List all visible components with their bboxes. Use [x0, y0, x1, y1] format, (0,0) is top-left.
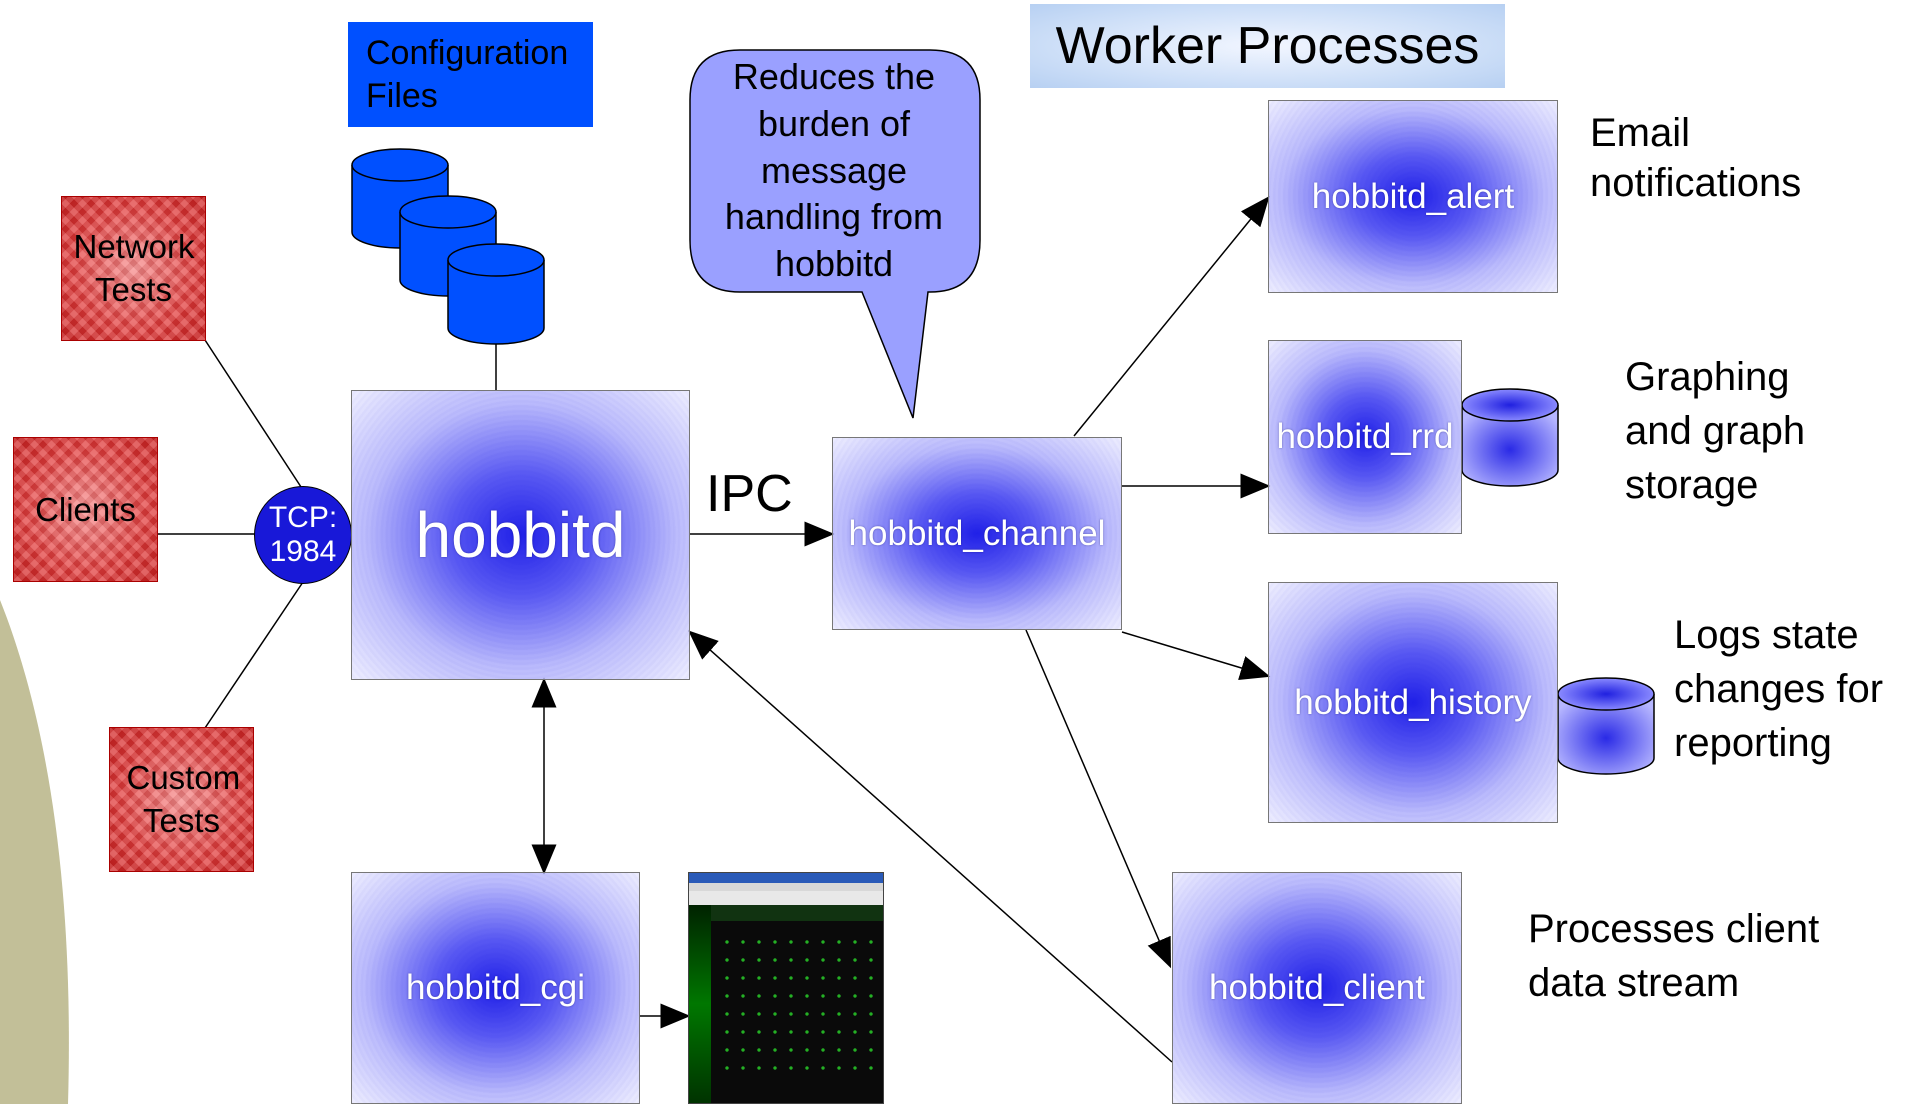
- hobbitd-alert-box: hobbitd_alert: [1268, 100, 1558, 293]
- web-status-screenshot-thumbnail: [688, 872, 884, 1104]
- ipc-label: IPC: [706, 462, 793, 527]
- history-description: Logs state changes for reporting: [1674, 608, 1906, 770]
- tcp-port-number: 1984: [269, 535, 337, 568]
- clients-label: Clients: [35, 490, 136, 528]
- client-description-text: Processes client data stream: [1528, 907, 1820, 1005]
- hobbitd-box: hobbitd: [351, 390, 690, 680]
- custom-tests-box: Custom Tests: [109, 727, 254, 872]
- client-description: Processes client data stream: [1528, 902, 1858, 1010]
- decorative-arc: [0, 600, 69, 1104]
- config-database-icon: [351, 148, 545, 345]
- network-tests-label: Network Tests: [73, 227, 195, 308]
- config-files-label: Configuration Files: [348, 22, 593, 127]
- alert-description: Email notifications: [1590, 108, 1850, 208]
- callout-text-content: Reduces the burden of message handling f…: [724, 56, 944, 285]
- hobbitd-history-box: hobbitd_history: [1268, 582, 1558, 823]
- client-to-hobbitd-arrow: [688, 630, 1173, 1063]
- hobbitd-channel-box: hobbitd_channel: [832, 437, 1122, 630]
- ipc-text: IPC: [706, 465, 793, 523]
- clients-box: Clients: [13, 437, 158, 582]
- hobbitd-channel-label: hobbitd_channel: [848, 513, 1106, 553]
- alert-description-text: Email notifications: [1590, 111, 1802, 205]
- worker-processes-title: Worker Processes: [1030, 4, 1505, 88]
- hobbitd-label: hobbitd: [415, 499, 626, 571]
- callout-bubble: [689, 49, 981, 419]
- custom-tests-label: Custom Tests: [126, 758, 241, 839]
- channel-to-alert-arrow: [1073, 196, 1270, 437]
- tcp-port-circle: TCP: 1984: [254, 486, 352, 584]
- hobbitd-rrd-box: hobbitd_rrd: [1268, 340, 1462, 534]
- rrd-description: Graphing and graph storage: [1625, 350, 1855, 512]
- worker-processes-title-text: Worker Processes: [1055, 17, 1480, 75]
- hobbitd-cgi-box: hobbitd_cgi: [351, 872, 640, 1104]
- hobbitd-client-label: hobbitd_client: [1209, 968, 1425, 1007]
- channel-to-history-arrow: [1121, 631, 1271, 681]
- history-storage-icon: [1557, 677, 1655, 775]
- hobbitd-rrd-label: hobbitd_rrd: [1276, 417, 1454, 456]
- tcp-label: TCP:: [268, 500, 338, 534]
- network-tests-box: Network Tests: [61, 196, 206, 341]
- history-description-text: Logs state changes for reporting: [1674, 613, 1884, 765]
- hobbitd-cgi-label: hobbitd_cgi: [405, 968, 586, 1007]
- channel-to-client-arrow: [1025, 629, 1171, 969]
- callout-text: Reduces the burden of message handling f…: [698, 52, 970, 290]
- rrd-description-text: Graphing and graph storage: [1625, 355, 1806, 507]
- hobbitd-history-label: hobbitd_history: [1294, 682, 1532, 722]
- hobbitd-alert-label: hobbitd_alert: [1311, 176, 1515, 216]
- config-files-text: Configuration Files: [366, 34, 569, 115]
- hobbitd-client-box: hobbitd_client: [1172, 872, 1462, 1104]
- rrd-storage-icon: [1461, 388, 1559, 487]
